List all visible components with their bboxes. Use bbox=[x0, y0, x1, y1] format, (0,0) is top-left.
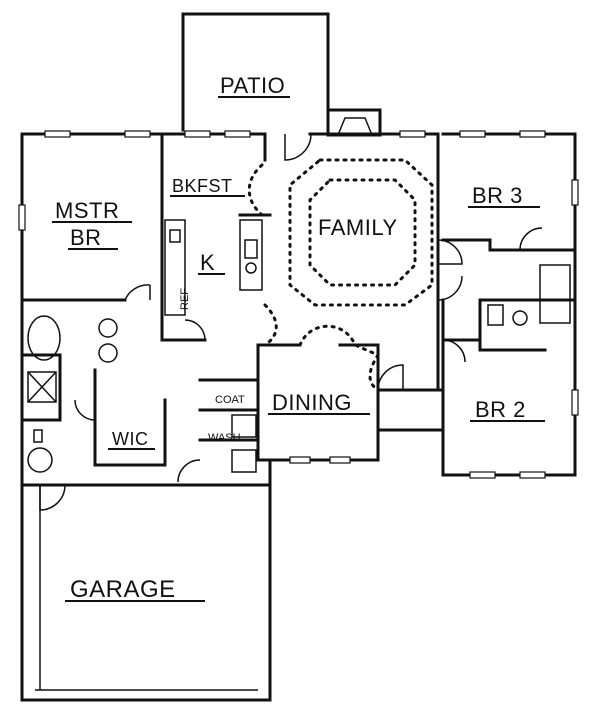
garage-area bbox=[20, 458, 272, 702]
dining-label: DINING bbox=[272, 390, 352, 415]
kitchen-label: K bbox=[200, 250, 215, 275]
ceiling-trays bbox=[247, 158, 434, 392]
doors bbox=[39, 133, 543, 511]
bath2-fixtures bbox=[487, 264, 571, 326]
br2-label: BR 2 bbox=[475, 397, 526, 422]
patio-area bbox=[181, 12, 330, 132]
br-label: BR bbox=[70, 225, 102, 250]
mstr-label: MSTR bbox=[55, 198, 119, 223]
garage-label: GARAGE bbox=[70, 576, 176, 603]
interior-walls bbox=[20, 132, 577, 467]
wash-label: WASH bbox=[208, 432, 241, 444]
patio-label: PATIO bbox=[220, 73, 285, 98]
wic-label: WIC bbox=[112, 429, 149, 449]
room-labels: PATIO BKFST FAMILY BR 3 MSTR BR K REF DI… bbox=[52, 73, 545, 603]
fireplace bbox=[326, 108, 382, 137]
bkfst-label: BKFST bbox=[172, 176, 233, 196]
kitchen-counters bbox=[164, 219, 263, 316]
coat-label: COAT bbox=[215, 394, 245, 406]
laundry-fixtures bbox=[231, 414, 257, 473]
br3-label: BR 3 bbox=[472, 183, 523, 208]
ref-label: REF bbox=[179, 288, 191, 310]
master-bath-fixtures bbox=[27, 315, 118, 473]
windows bbox=[18, 130, 579, 479]
family-label: FAMILY bbox=[318, 215, 398, 240]
